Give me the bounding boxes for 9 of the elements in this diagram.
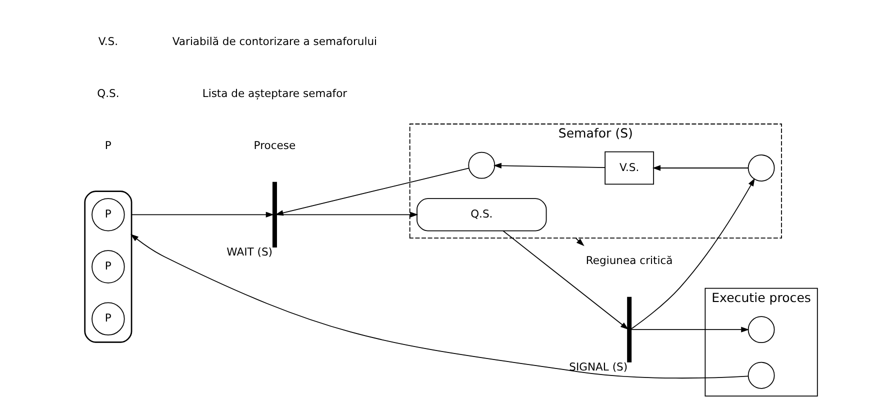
label: Variabilă de contorizare a semaforului <box>172 35 377 48</box>
label: V.S. <box>98 35 118 48</box>
node-label: WAIT (S) <box>226 246 272 259</box>
label: Lista de așteptare semafor <box>202 87 347 100</box>
node-label: SIGNAL (S) <box>568 360 628 374</box>
label: Procese <box>253 139 296 152</box>
label: P <box>104 139 111 152</box>
label: Q.S. <box>96 87 119 100</box>
node-text: Regiunea critică <box>585 254 672 268</box>
